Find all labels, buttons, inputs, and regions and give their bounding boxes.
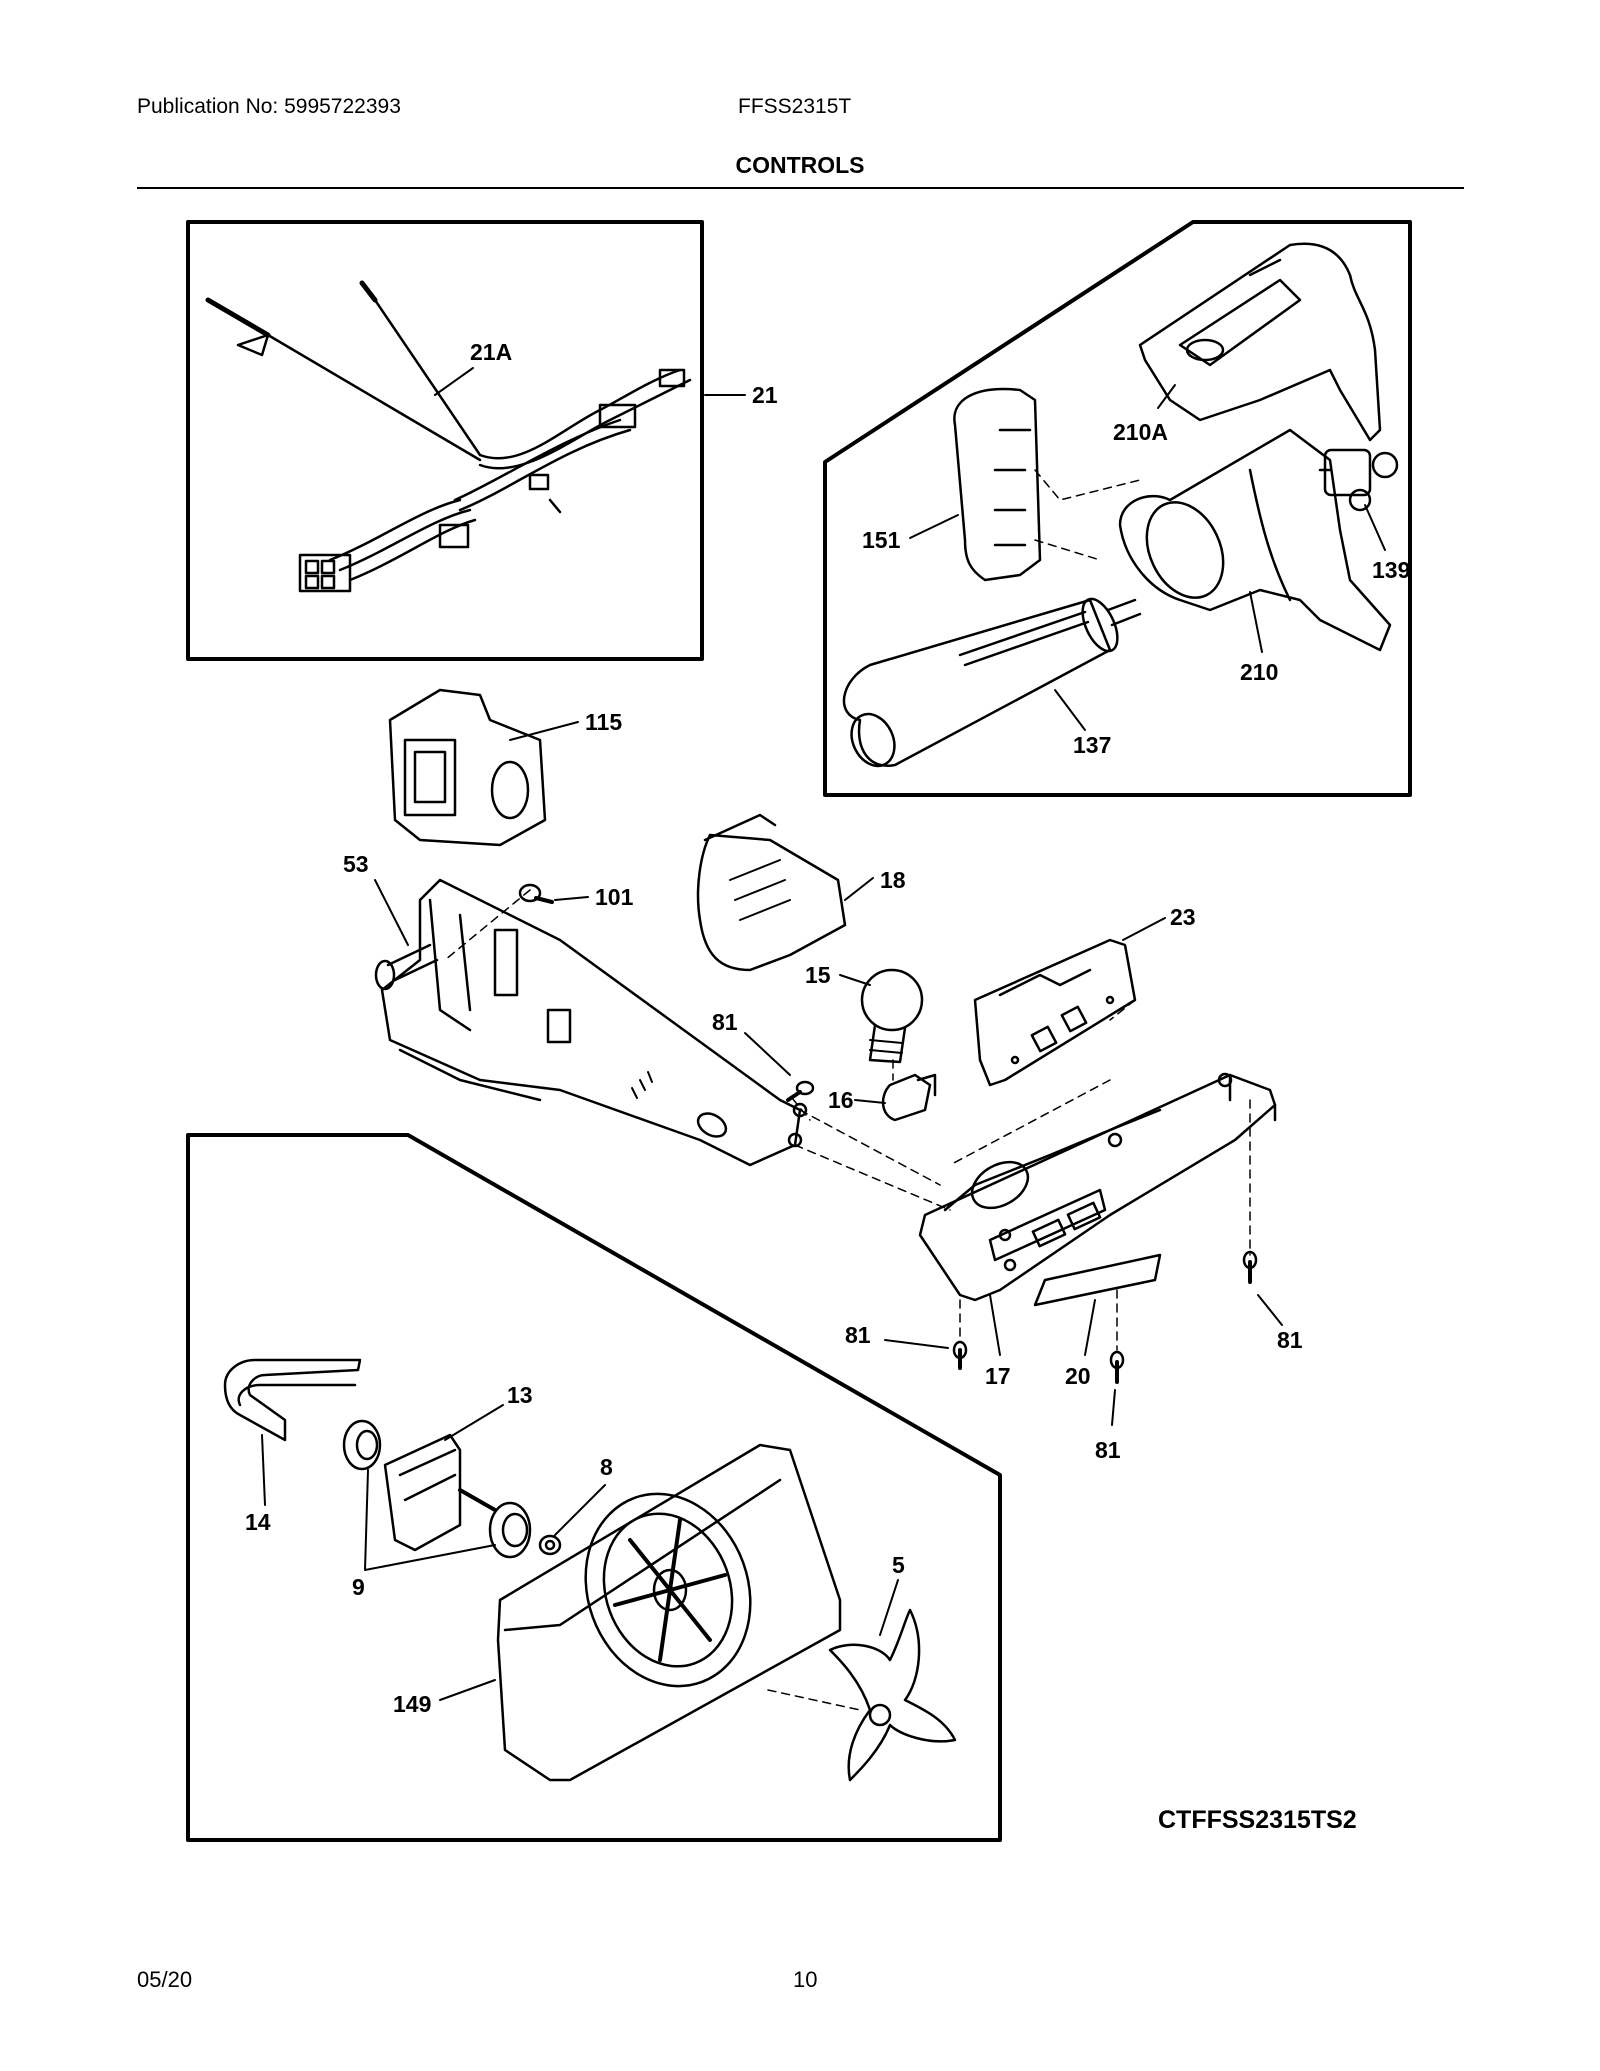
screw-81-d[interactable] — [1242, 1250, 1258, 1284]
diagram-code: CTFFSS2315TS2 — [1158, 1806, 1357, 1834]
light-shield-18[interactable] — [696, 813, 847, 972]
filter-housing-210[interactable] — [1118, 428, 1392, 652]
callout-17: 17 — [985, 1363, 1011, 1389]
fan-blade-5[interactable] — [828, 1608, 957, 1782]
callout-5: 5 — [892, 1552, 905, 1578]
control-board-23[interactable] — [973, 938, 1137, 1087]
callout-149: 149 — [393, 1691, 431, 1717]
filter-end-cap-151[interactable] — [953, 387, 1042, 582]
callout-151: 151 — [862, 527, 901, 553]
screw-81-b[interactable] — [952, 1340, 968, 1370]
callout-13: 13 — [507, 1382, 533, 1408]
lamp-socket-16[interactable] — [881, 1073, 937, 1122]
bypass-valve-139[interactable] — [1318, 448, 1399, 512]
screw-101[interactable] — [518, 883, 554, 904]
fan-shroud-149[interactable] — [496, 1443, 842, 1782]
footer-date: 05/20 — [137, 1967, 193, 1992]
callout-81-a: 81 — [712, 1009, 738, 1035]
callout-115: 115 — [585, 709, 622, 735]
callout-210A: 210A — [1113, 419, 1168, 445]
dispenser-shaft-53[interactable] — [374, 943, 439, 991]
callout-81-d: 81 — [1277, 1327, 1303, 1353]
callout-20: 20 — [1065, 1363, 1091, 1389]
callout-14: 14 — [245, 1509, 271, 1535]
callout-23: 23 — [1170, 904, 1196, 930]
page-number: 10 — [793, 1967, 818, 1992]
lamp-bulb-15[interactable] — [860, 968, 924, 1064]
callout-53: 53 — [343, 851, 369, 877]
callout-21A: 21A — [470, 339, 512, 365]
fan-assembly-panel: 14 9 13 8 — [186, 1133, 1002, 1842]
publication-number: Publication No: 5995722393 — [137, 95, 401, 118]
motor-grommet-9-b[interactable] — [488, 1501, 532, 1559]
callout-137: 137 — [1073, 732, 1111, 758]
dispenser-housing-53[interactable] — [380, 878, 808, 1167]
screw-81-a[interactable] — [786, 1080, 815, 1102]
callout-21: 21 — [752, 382, 778, 408]
callout-9: 9 — [352, 1574, 365, 1600]
motor-grommet-9-a[interactable] — [342, 1419, 382, 1471]
model-number: FFSS2315T — [738, 95, 852, 118]
callout-81-c: 81 — [1095, 1437, 1121, 1463]
water-filter-cartridge-137[interactable] — [842, 594, 1142, 773]
water-filter-panel: 210A 151 139 210 137 — [823, 220, 1412, 797]
callout-81-b: 81 — [845, 1322, 871, 1348]
callout-101: 101 — [595, 884, 634, 910]
screw-81-c[interactable] — [1109, 1350, 1125, 1384]
overlay-20[interactable] — [1033, 1253, 1162, 1307]
page-title: CONTROLS — [735, 152, 865, 178]
wire-harness-panel: 21A 21 — [186, 220, 778, 661]
header-divider — [137, 187, 1464, 189]
wire-harness-part[interactable] — [205, 280, 692, 593]
control-housing-17[interactable] — [918, 1072, 1277, 1302]
washer-8[interactable] — [538, 1534, 562, 1556]
callout-8: 8 — [600, 1454, 613, 1480]
callout-210: 210 — [1240, 659, 1278, 685]
callout-18: 18 — [880, 867, 906, 893]
middle-parts: 115 53 101 — [343, 688, 1303, 1463]
fan-motor-13[interactable] — [383, 1433, 497, 1552]
actuator-115[interactable] — [388, 688, 547, 847]
callout-139: 139 — [1372, 557, 1410, 583]
filter-cover-210A[interactable] — [1138, 242, 1382, 442]
motor-bracket-14[interactable] — [223, 1358, 362, 1442]
callout-15: 15 — [805, 962, 831, 988]
callout-16: 16 — [828, 1087, 854, 1113]
